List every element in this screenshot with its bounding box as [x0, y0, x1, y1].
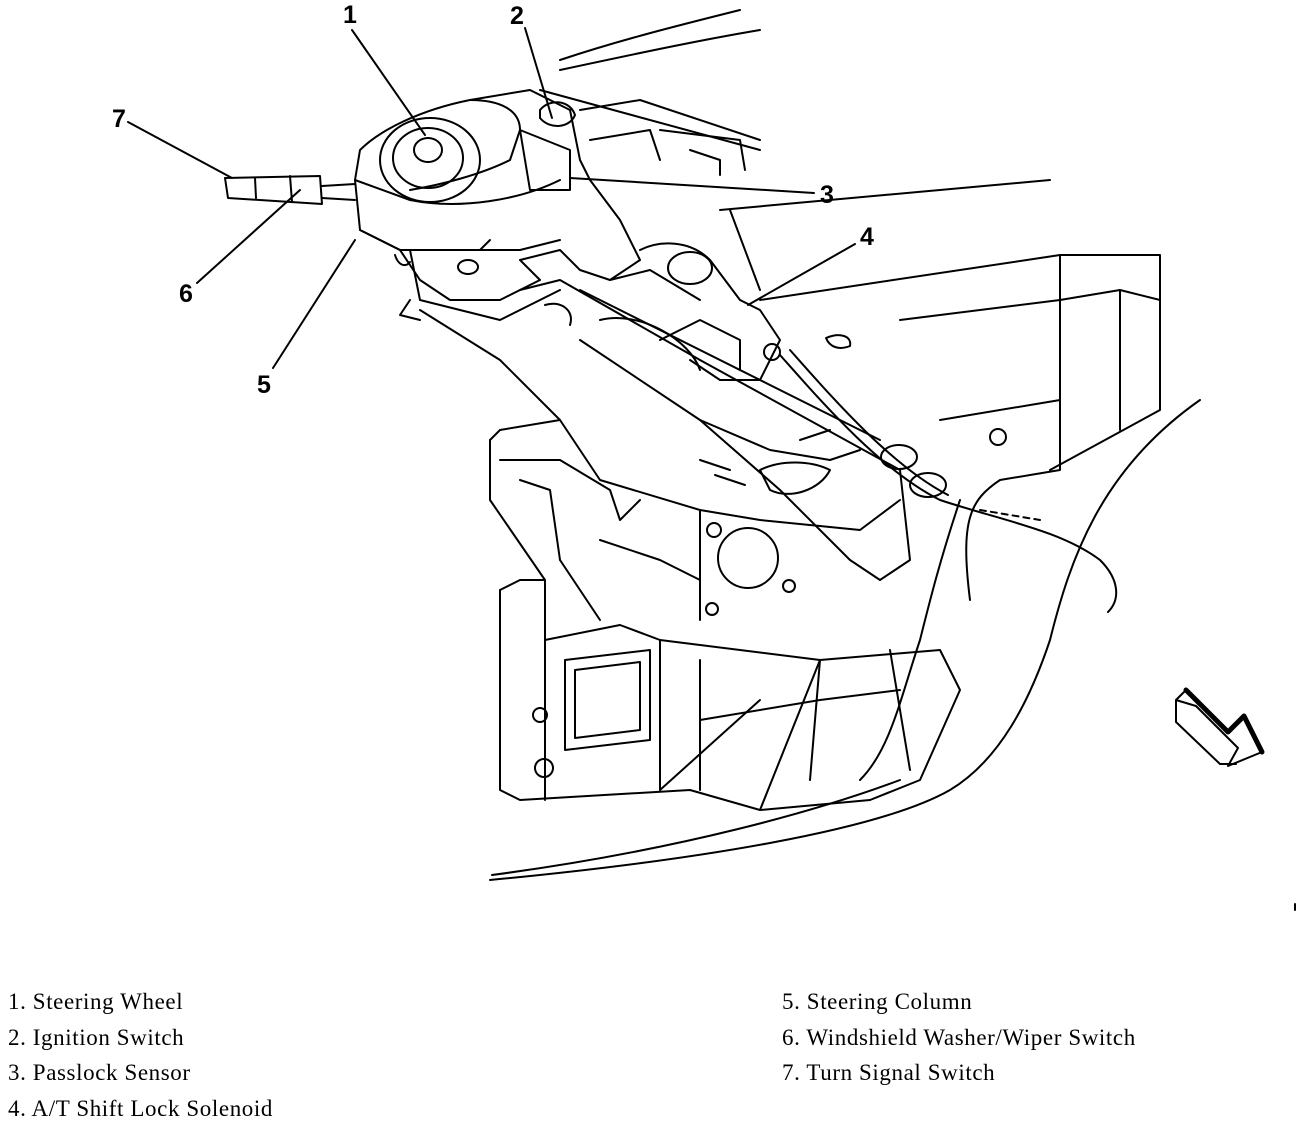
steering-column-body: [400, 280, 910, 580]
legend-item-passlock-sensor: 3. Passlock Sensor: [8, 1055, 273, 1091]
callout-4: 4: [860, 223, 874, 251]
wiring-harness: [780, 350, 1116, 612]
side-panel: [760, 255, 1160, 780]
upper-column-housing: [355, 90, 640, 320]
legend-item-ignition-switch: 2. Ignition Switch: [8, 1020, 273, 1056]
legend-item-washer-wiper-switch: 6. Windshield Washer/Wiper Switch: [782, 1020, 1136, 1056]
shift-lock-solenoid: [610, 243, 850, 380]
legend-item-steering-wheel: 1. Steering Wheel: [8, 984, 273, 1020]
callout-5: 5: [257, 371, 271, 399]
steering-column-diagram: 1 2 3 4 5 6 7: [0, 0, 1312, 960]
dash-panel: [540, 10, 1050, 290]
front-direction-arrow-icon: [1176, 690, 1262, 766]
callout-3: 3: [820, 181, 834, 209]
legend-item-steering-column: 5. Steering Column: [782, 984, 1136, 1020]
dash-support: [490, 420, 900, 620]
floor-line: [490, 400, 1200, 880]
callout-7: 7: [112, 105, 126, 133]
legend-item-shift-lock-solenoid: 4. A/T Shift Lock Solenoid: [8, 1091, 273, 1126]
callout-6: 6: [179, 280, 193, 308]
lower-bracket: [500, 580, 960, 810]
callout-2: 2: [510, 2, 524, 30]
legend-left: 1. Steering Wheel 2. Ignition Switch 3. …: [8, 984, 273, 1126]
callout-1: 1: [343, 1, 357, 29]
legend-item-turn-signal-switch: 7. Turn Signal Switch: [782, 1055, 1136, 1091]
legend-right: 5. Steering Column 6. Windshield Washer/…: [782, 984, 1136, 1091]
